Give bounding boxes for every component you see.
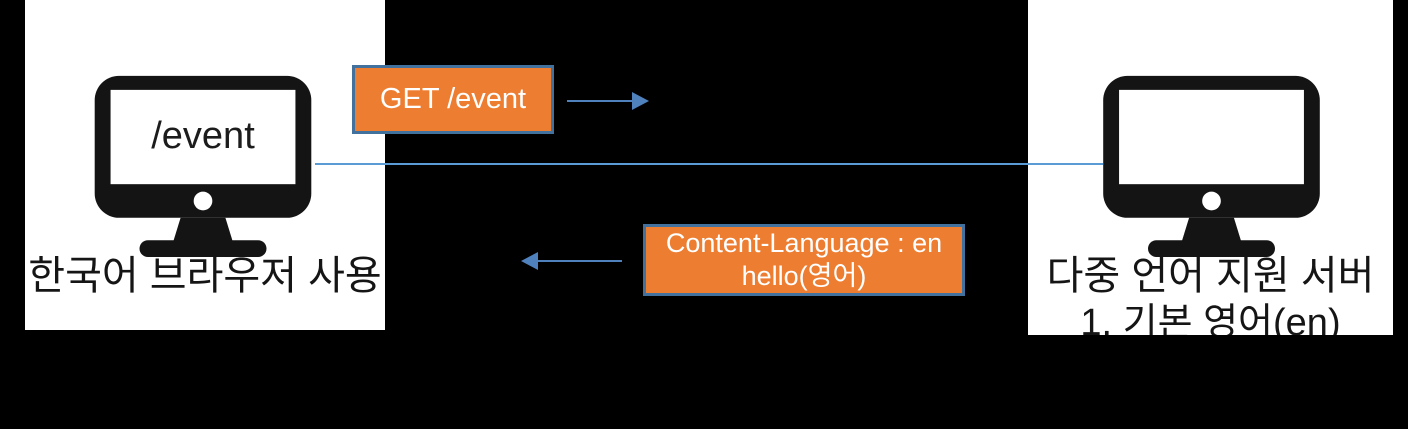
client-screen-text: /event	[151, 114, 255, 157]
client-label: 한국어 브라우저 사용	[28, 254, 382, 298]
response-message-line2: hello(영어)	[741, 261, 867, 291]
response-message-box: Content-Language : en hello(영어)	[643, 224, 965, 296]
monitor-icon	[1096, 74, 1327, 257]
request-message-box: GET /event	[352, 65, 554, 134]
server-computer	[1096, 74, 1327, 257]
connection-line	[315, 163, 1103, 165]
response-message-line1: Content-Language : en	[665, 228, 943, 258]
response-arrowhead-icon	[521, 252, 538, 270]
server-panel: 다중 언어 지원 서버 1. 기본 영어(en)	[1028, 0, 1393, 335]
server-label-line1: 다중 언어 지원 서버	[1046, 254, 1375, 298]
request-arrowhead-icon	[632, 92, 649, 110]
monitor-icon	[90, 74, 316, 257]
client-panel: 한국어 브라우저 사용	[25, 0, 385, 330]
request-arrow	[567, 100, 634, 102]
request-message-text: GET /event	[379, 83, 527, 115]
response-arrow	[536, 260, 622, 262]
server-label-line2-clipped: 1. 기본 영어(en)	[1080, 302, 1341, 335]
client-computer: /event	[90, 74, 316, 257]
